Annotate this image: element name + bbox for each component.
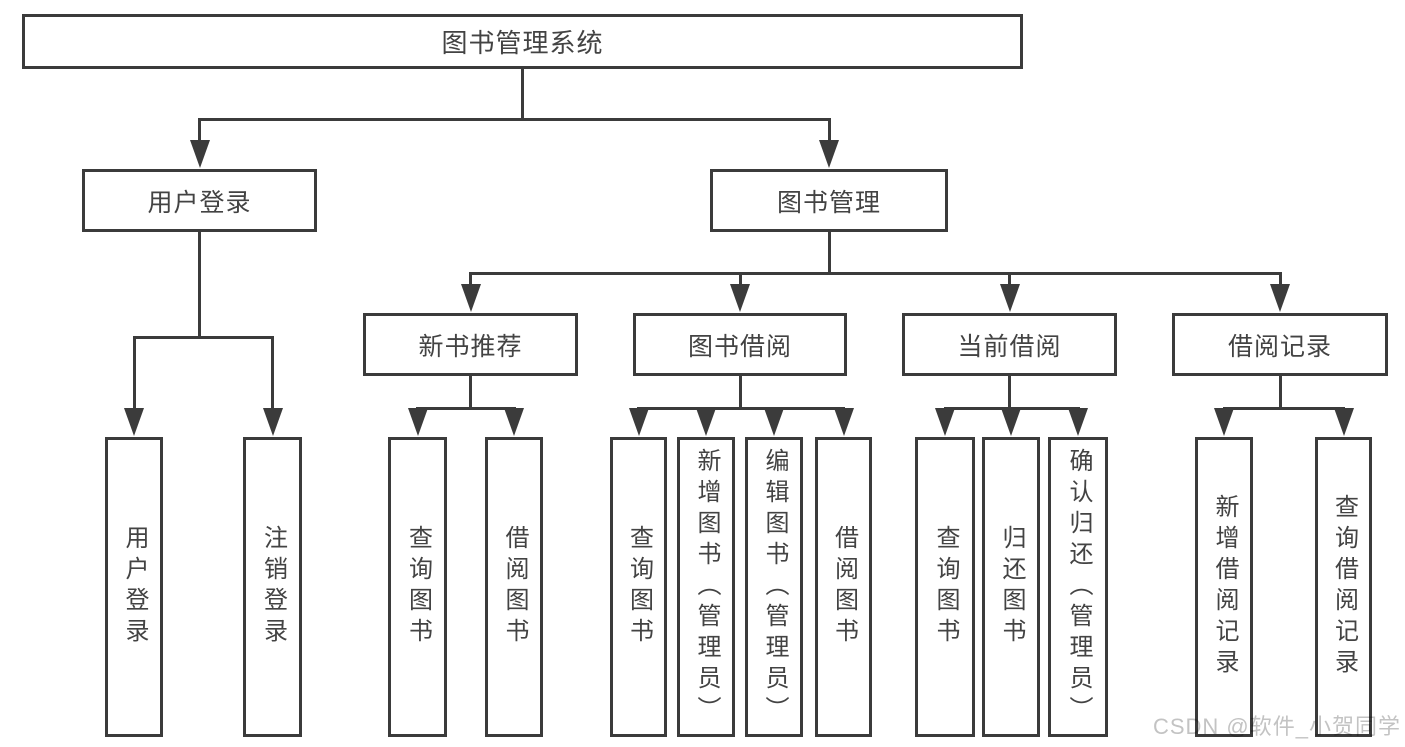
connector-arrowhead-br-query: [1333, 408, 1354, 436]
connector-arrowhead-book-borrow: [730, 284, 750, 312]
node-bb-query: 查询图书: [610, 437, 667, 737]
node-ul-login: 用户登录: [105, 437, 163, 737]
connector-arrowhead-new-book-rec: [460, 284, 481, 312]
connector-arrowhead-cb-return: [1001, 408, 1021, 436]
connector-bar-user-login: [132, 336, 274, 339]
connector-arrow-stem-ul-login: [132, 336, 136, 413]
node-nb-query: 查询图书: [388, 437, 447, 737]
node-bb-borrow-label: 借阅图书: [830, 525, 858, 649]
connector-arrowhead-nb-query: [407, 408, 428, 436]
node-bb-add-label: 新增图书（管理员）: [693, 447, 720, 727]
node-book-mgmt-label: 图书管理: [776, 188, 881, 217]
connector-arrowhead-br-add: [1214, 408, 1234, 436]
node-user-login: 用户登录: [82, 169, 317, 232]
connector-stem-borrow-records: [1278, 374, 1282, 410]
node-current-borrow: 当前借阅: [902, 313, 1117, 376]
connector-stem-root: [521, 67, 524, 121]
connector-stem-new-book-rec: [469, 374, 472, 410]
connector-arrow-stem-current-borrow: [1008, 272, 1011, 289]
connector-arrow-stem-user-login: [198, 118, 201, 145]
connector-stem-book-mgmt: [827, 230, 831, 275]
connector-arrow-stem-ul-logout: [271, 336, 274, 413]
node-ul-logout: 注销登录: [243, 437, 302, 737]
connector-arrowhead-user-login: [189, 140, 210, 168]
connector-arrowhead-nb-borrow: [504, 408, 524, 436]
node-new-book-rec-label: 新书推荐: [418, 332, 523, 361]
node-current-borrow-label: 当前借阅: [957, 332, 1062, 361]
connector-arrowhead-bb-borrow: [833, 408, 854, 436]
connector-stem-book-borrow: [738, 374, 742, 410]
node-bb-query-label: 查询图书: [625, 525, 653, 649]
node-borrow-records-label: 借阅记录: [1227, 332, 1332, 361]
node-br-query-label: 查询借阅记录: [1330, 494, 1358, 680]
connector-arrow-stem-new-book-rec: [469, 272, 472, 289]
node-root-label: 图书管理系统: [441, 28, 604, 58]
node-br-add-label: 新增借阅记录: [1211, 494, 1238, 680]
node-cb-return-label: 归还图书: [998, 525, 1025, 649]
connector-stem-current-borrow: [1008, 374, 1011, 410]
node-nb-borrow: 借阅图书: [485, 437, 543, 737]
node-book-mgmt: 图书管理: [710, 169, 948, 232]
connector-arrowhead-current-borrow: [999, 284, 1020, 312]
node-cb-query: 查询图书: [915, 437, 975, 737]
node-nb-query-label: 查询图书: [404, 525, 432, 649]
connector-arrow-stem-book-borrow: [738, 272, 742, 289]
connector-arrowhead-bb-query: [628, 408, 649, 436]
connector-arrowhead-book-mgmt: [819, 140, 839, 168]
node-ul-logout-label: 注销登录: [259, 525, 287, 649]
connector-arrowhead-cb-confirm: [1068, 408, 1088, 436]
connector-bar-borrow-records: [1222, 407, 1345, 410]
node-nb-borrow-label: 借阅图书: [501, 525, 528, 649]
node-cb-confirm: 确认归还（管理员）: [1048, 437, 1108, 737]
node-book-borrow-label: 图书借阅: [687, 332, 792, 361]
connector-arrow-stem-borrow-records: [1278, 272, 1282, 289]
node-ul-login-label: 用户登录: [121, 525, 148, 649]
node-new-book-rec: 新书推荐: [363, 313, 578, 376]
node-bb-edit-label: 编辑图书（管理员）: [761, 447, 788, 727]
node-cb-confirm-label: 确认归还（管理员）: [1065, 447, 1092, 727]
node-bb-edit: 编辑图书（管理员）: [745, 437, 803, 737]
node-root: 图书管理系统: [22, 14, 1023, 69]
node-bb-add: 新增图书（管理员）: [677, 437, 735, 737]
node-book-borrow: 图书借阅: [633, 313, 847, 376]
node-bb-borrow: 借阅图书: [815, 437, 872, 737]
connector-stem-user-login: [198, 230, 201, 339]
connector-bar-new-book-rec: [416, 407, 516, 410]
node-borrow-records: 借阅记录: [1172, 313, 1388, 376]
node-cb-query-label: 查询图书: [932, 525, 959, 649]
connector-arrowhead-borrow-records: [1270, 284, 1290, 312]
connector-bar-book-mgmt: [469, 272, 1282, 275]
connector-arrowhead-bb-edit: [764, 408, 784, 436]
connector-arrow-stem-book-mgmt: [827, 118, 831, 145]
connector-bar-book-borrow: [637, 407, 845, 410]
node-br-add: 新增借阅记录: [1195, 437, 1253, 737]
connector-arrowhead-bb-add: [696, 408, 716, 436]
connector-bar-root: [198, 118, 831, 121]
node-cb-return: 归还图书: [982, 437, 1040, 737]
node-user-login-label: 用户登录: [147, 188, 252, 217]
csdn-watermark: CSDN @软件_小贺同学: [1152, 714, 1401, 739]
node-br-query: 查询借阅记录: [1315, 437, 1372, 737]
connector-arrowhead-ul-login: [124, 408, 144, 436]
connector-arrowhead-cb-query: [935, 408, 955, 436]
connector-arrowhead-ul-logout: [262, 408, 283, 436]
